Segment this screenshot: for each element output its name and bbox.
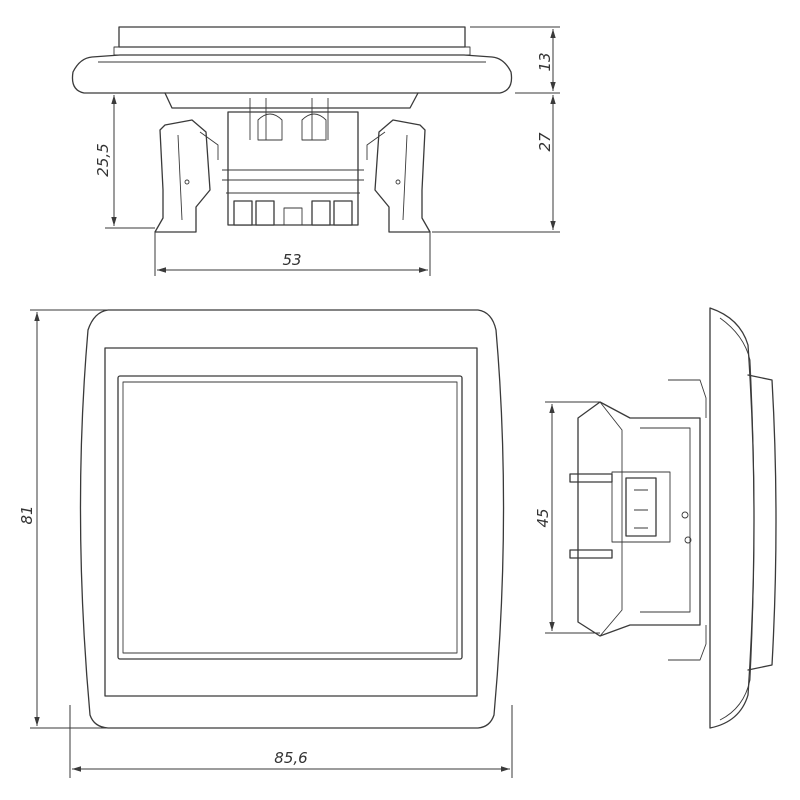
top-view: 13 27 25,5 53 [71, 26, 560, 276]
dim-side-height-label: 45 [534, 508, 552, 527]
dim-mechanism-width-label: 53 [282, 251, 301, 269]
dim-front-height-label: 81 [18, 505, 36, 524]
dim-cover-height-label: 13 [536, 52, 554, 71]
dim-total-height-label: 27 [536, 132, 554, 152]
dim-mechanism-depth-label: 25,5 [94, 143, 112, 176]
dim-front-width-label: 85,6 [274, 749, 307, 767]
front-view: 81 85,6 [18, 309, 513, 778]
side-view: 45 [534, 307, 777, 729]
